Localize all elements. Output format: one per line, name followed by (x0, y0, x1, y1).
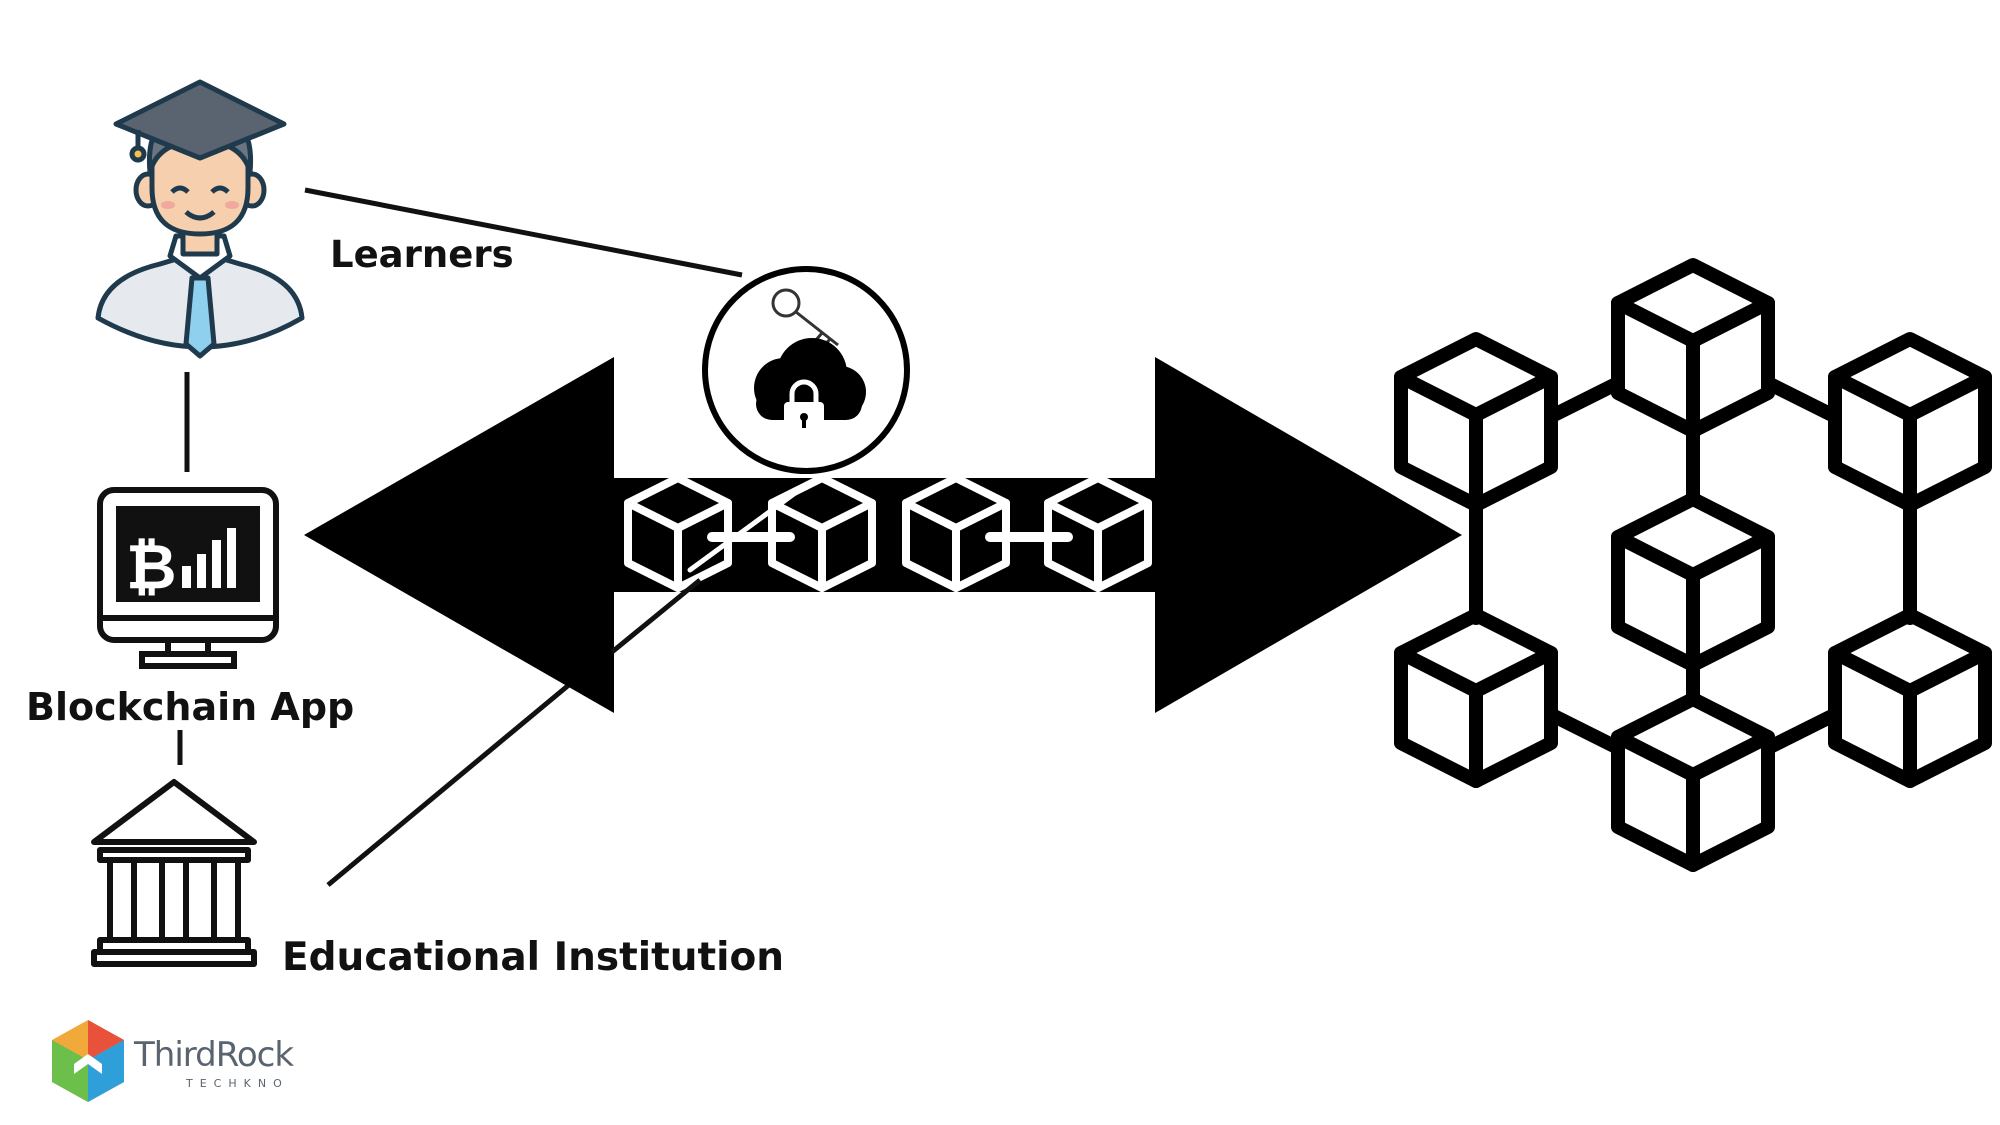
bar-chart-icon (182, 528, 236, 588)
connector-lines (177, 187, 743, 887)
avatar-blush-left (161, 201, 175, 209)
lock-icon (784, 379, 824, 436)
building-roof (91, 779, 257, 845)
bank-building-icon (91, 779, 257, 967)
chain-block-3 (902, 474, 1010, 592)
network-block-upper-right (1828, 332, 1992, 512)
arrow-left-head (304, 357, 614, 713)
chain-diagonal (687, 485, 805, 573)
line-institution-to-chain (326, 682, 572, 887)
blockchain-blocks-icon (624, 474, 1152, 592)
logo-brand-subtitle: TECHKNO (186, 1077, 289, 1090)
chain-block-1 (624, 474, 732, 592)
building-column-2 (159, 853, 189, 943)
avatar-tie (183, 275, 217, 359)
building-step-2 (91, 949, 257, 967)
network-block-lower-right (1828, 608, 1992, 788)
avatar-blush-right (225, 201, 239, 209)
line-learner-to-secure (304, 187, 743, 278)
avatar-cap-board (113, 79, 287, 161)
bitcoin-monitor-icon: ₿ (97, 487, 279, 669)
graduate-avatar-icon (95, 79, 305, 359)
network-block-upper-left (1394, 332, 1558, 512)
network-block-top (1611, 258, 1775, 438)
key-cloud-lock-icon (702, 266, 910, 474)
avatar-eye-right (210, 185, 230, 194)
arrow-right-head (1155, 357, 1462, 713)
line-institution-upper (610, 578, 702, 654)
building-column-3 (211, 853, 241, 943)
avatar-eye-left (170, 185, 190, 194)
label-learners: Learners (330, 233, 514, 276)
thirdrock-logo-icon (52, 1020, 124, 1102)
chain-block-2 (768, 474, 876, 592)
building-capital (97, 847, 251, 863)
building-column-1 (107, 853, 137, 943)
chain-block-4 (1044, 474, 1152, 592)
label-educational-institution: Educational Institution (282, 935, 785, 980)
monitor-base (139, 651, 237, 669)
network-block-center (1611, 492, 1775, 672)
label-blockchain-app: Blockchain App (26, 685, 355, 729)
logo-brand-name: ThirdRock (134, 1035, 294, 1075)
avatar-cap-tassel-end (129, 145, 147, 163)
network-block-lower-left (1394, 608, 1558, 788)
bitcoin-symbol: ₿ (126, 530, 177, 603)
network-block-bottom (1611, 692, 1775, 872)
blockchain-network-icon (1394, 258, 1992, 872)
avatar-smile (184, 210, 216, 221)
